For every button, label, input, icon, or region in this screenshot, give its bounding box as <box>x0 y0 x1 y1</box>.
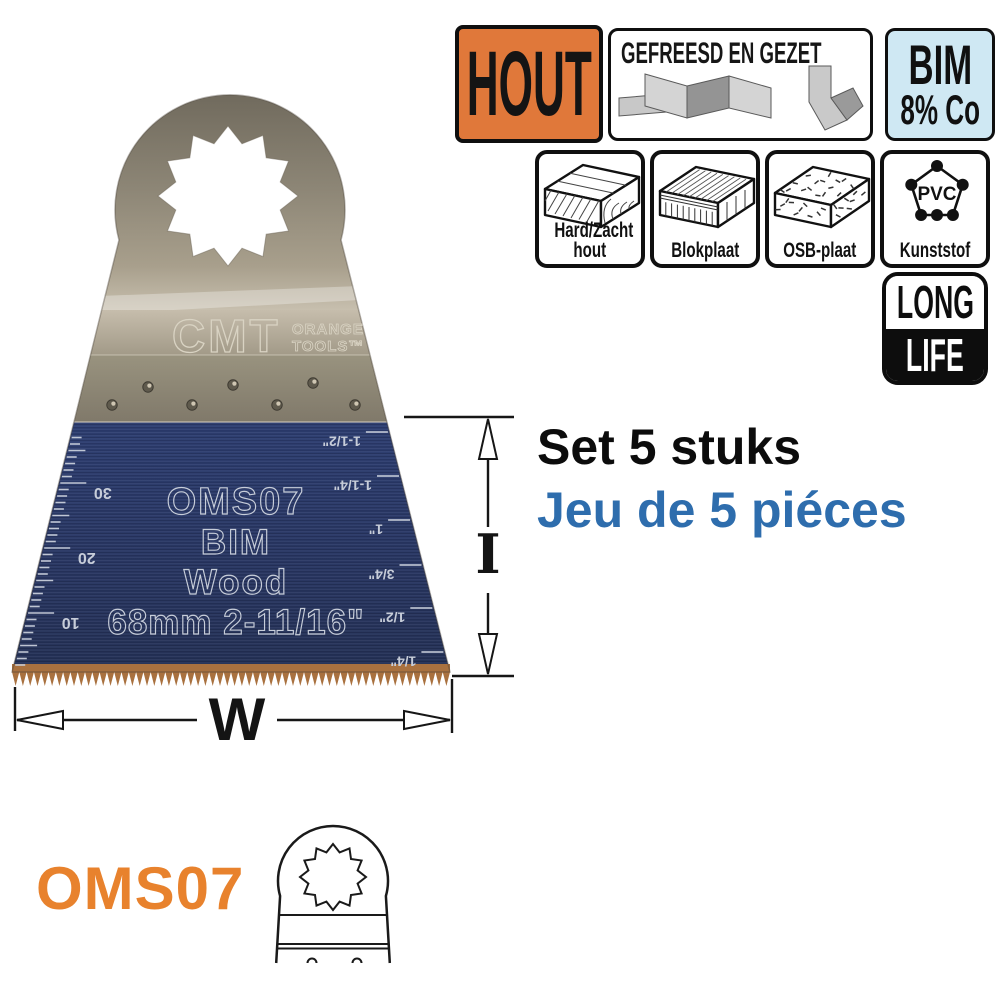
pvc-label: PVC <box>917 184 956 205</box>
gefreesd-label: GEFREESD EN GEZET <box>621 37 822 70</box>
blade-application: Wood <box>184 563 289 602</box>
blade-photo: CMT ORANGE TOOLS™ OMS07 BIM Wood 68mm 2-… <box>11 94 514 753</box>
material-box-blokplaat: Blokplaat <box>650 150 760 268</box>
arrow-up-icon <box>477 418 499 460</box>
cmt-logo: CMT ORANGE TOOLS™ <box>171 309 364 362</box>
sku-code: OMS07 <box>36 855 245 922</box>
width-dim-label: W <box>209 686 266 753</box>
saw-teeth <box>12 664 450 686</box>
svg-text:30: 30 <box>94 484 112 501</box>
bim-cobalt-label: 8% Co <box>900 85 980 133</box>
material-caption: Kunststof <box>899 239 971 263</box>
metal-sheen <box>100 286 360 314</box>
hout-label: HOUT <box>466 32 592 135</box>
badge-bim-8co: BIM 8% Co <box>885 28 995 141</box>
blockboard-icon <box>658 165 756 229</box>
svg-text:1": 1" <box>369 522 383 538</box>
material-caption: Blokplaat <box>670 239 740 263</box>
material-box-osb-plaat: OSB-plaat <box>765 150 875 268</box>
svg-text:10: 10 <box>62 614 80 631</box>
material-caption: OSB-plaat <box>783 239 857 263</box>
pvc-pentagon-icon: PVC <box>905 160 969 221</box>
badge-hout: HOUT <box>455 25 603 143</box>
arrow-down-icon <box>477 633 499 675</box>
osb-icon <box>773 165 871 229</box>
material-caption: Hard/Zacht hout <box>554 219 634 263</box>
arrow-left-icon <box>16 709 64 731</box>
blade-outline-drawing <box>274 824 392 964</box>
outline-star-hole <box>298 842 368 912</box>
life-label-row: LIFE <box>886 328 984 381</box>
dimension-width <box>13 679 454 733</box>
blade-model: OMS07 <box>167 481 306 523</box>
star-mount-hole <box>157 125 299 267</box>
rivets <box>106 377 361 411</box>
blade-engraving: OMS07 BIM Wood 68mm 2-11/16" <box>107 480 364 642</box>
set-count-nl: Set 5 stuks <box>537 419 802 475</box>
blue-texture <box>13 422 449 668</box>
svg-text:1-1/4": 1-1/4" <box>333 478 372 494</box>
svg-text:20: 20 <box>78 549 96 566</box>
logo-band <box>90 310 370 355</box>
material-box-kunststof: PVC Kunststof <box>880 150 990 268</box>
svg-text:1/4": 1/4" <box>390 654 416 670</box>
milled-set-teeth-icon <box>618 65 864 131</box>
blade-size: 68mm 2-11/16" <box>107 603 364 642</box>
height-dim-label: I <box>475 522 500 586</box>
badge-long-life: LONG LIFE <box>882 272 988 385</box>
wood-icon <box>543 163 641 229</box>
svg-text:1/2": 1/2" <box>379 610 405 626</box>
inch-scale: 1-1/2" 1-1/4" 1" 3/4" 1/2" 1/4" <box>322 431 444 670</box>
set-count-fr: Jeu de 5 piéces <box>537 482 907 538</box>
bim-label: BIM <box>908 33 972 97</box>
blade-material: BIM <box>201 523 271 562</box>
svg-text:1-1/2": 1-1/2" <box>322 434 361 450</box>
mm-scale: 30 20 10 <box>15 436 112 666</box>
material-box-hard-zacht-hout: Hard/Zacht hout <box>535 150 645 268</box>
arrow-right-icon <box>403 709 451 731</box>
dimension-height <box>404 415 514 678</box>
long-label-row: LONG <box>886 276 984 329</box>
brand-text: CMT <box>172 310 281 362</box>
badge-gefreesd-en-gezet: GEFREESD EN GEZET <box>608 28 873 141</box>
brand-sub1: ORANGE <box>292 321 364 338</box>
brand-sub2: TOOLS™ <box>292 338 364 355</box>
svg-text:3/4": 3/4" <box>368 567 394 583</box>
